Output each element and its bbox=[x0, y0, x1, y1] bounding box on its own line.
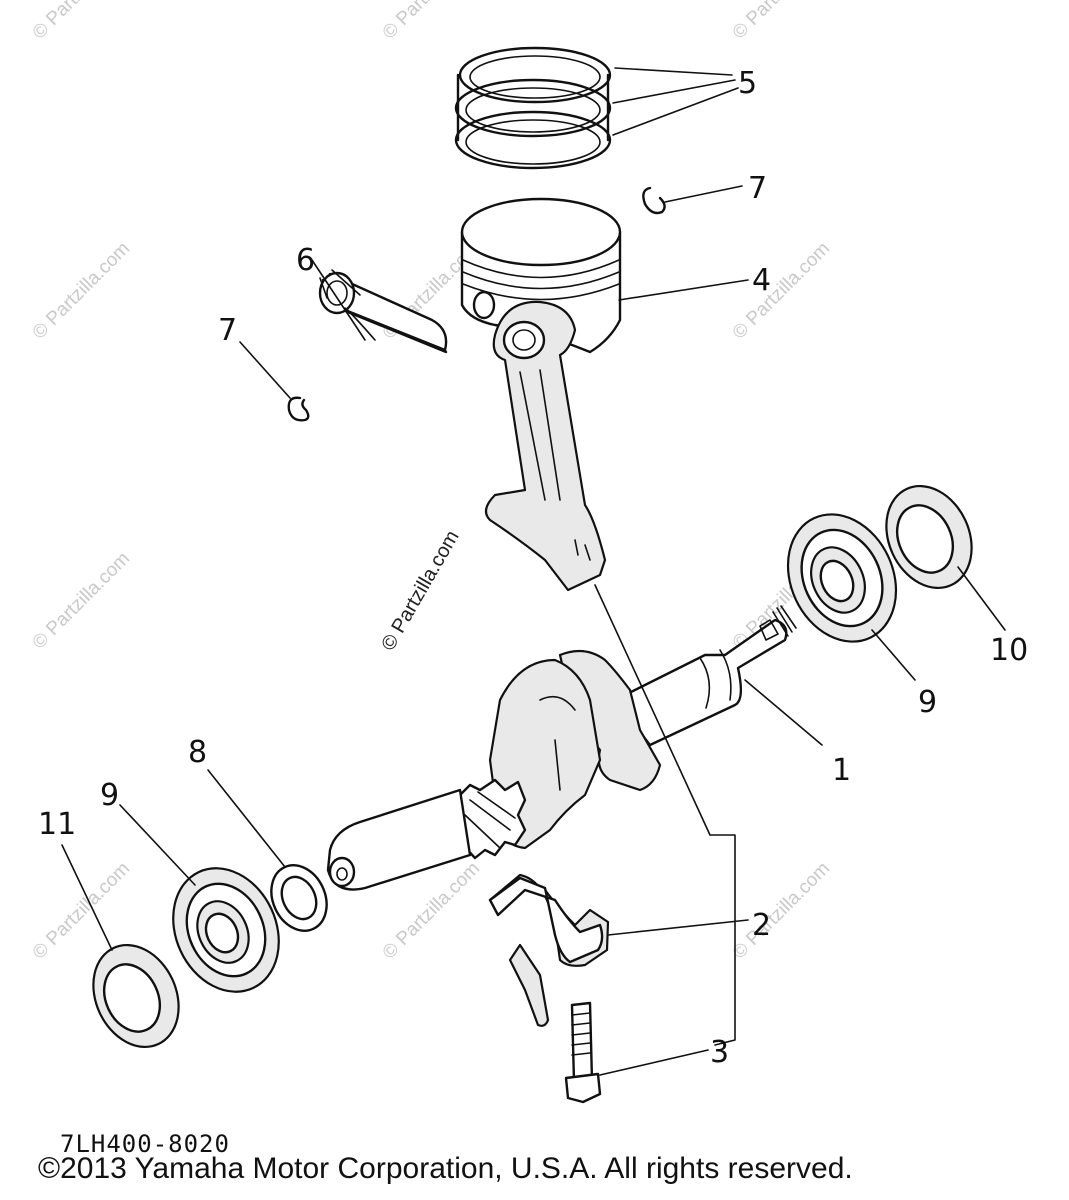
callout-1: 1 bbox=[832, 753, 851, 788]
oil-seal-right[interactable] bbox=[870, 472, 987, 602]
callout-7-right: 7 bbox=[748, 171, 767, 206]
bearing-right[interactable] bbox=[768, 497, 916, 660]
piston-rings[interactable] bbox=[454, 46, 612, 170]
callout-2: 2 bbox=[752, 908, 771, 943]
callout-6: 6 bbox=[296, 243, 315, 278]
circlip-right[interactable] bbox=[642, 186, 666, 215]
watermark: © Partzilla.com bbox=[729, 238, 834, 343]
circlip-left[interactable] bbox=[287, 396, 310, 422]
rod-bolt[interactable] bbox=[564, 1001, 602, 1104]
callout-8: 8 bbox=[188, 735, 207, 770]
callout-9-left: 9 bbox=[100, 778, 119, 813]
thrust-washer[interactable] bbox=[261, 856, 337, 940]
copyright-notice: ©2013 Yamaha Motor Corporation, U.S.A. A… bbox=[38, 1152, 853, 1185]
watermark: © Partzilla.com bbox=[379, 0, 484, 44]
crank-gear bbox=[448, 778, 527, 860]
watermark: © Partzilla.com bbox=[729, 0, 834, 44]
connecting-rod-cap[interactable] bbox=[488, 873, 610, 1027]
callout-9-right: 9 bbox=[918, 685, 937, 720]
crankshaft[interactable] bbox=[326, 605, 797, 891]
callout-3: 3 bbox=[710, 1035, 729, 1070]
leader-lines bbox=[61, 67, 1006, 1076]
watermark: © Partzilla.com bbox=[29, 0, 134, 44]
callout-11: 11 bbox=[38, 807, 76, 842]
callouts: 5 7 4 6 7 10 9 1 8 9 11 2 3 bbox=[38, 66, 1028, 1070]
oil-seal-left[interactable] bbox=[77, 931, 194, 1061]
callout-10: 10 bbox=[990, 633, 1028, 668]
bearing-left[interactable] bbox=[154, 851, 299, 1009]
callout-4: 4 bbox=[752, 263, 771, 298]
callout-7-left: 7 bbox=[218, 313, 237, 348]
connecting-rod[interactable] bbox=[484, 300, 607, 592]
diagram-code: 7LH400-8020 bbox=[60, 1130, 230, 1158]
watermark: © Partzilla.com bbox=[29, 548, 134, 653]
watermark-center: © Partzilla.com bbox=[377, 527, 463, 655]
callout-5: 5 bbox=[738, 66, 757, 101]
watermark: © Partzilla.com bbox=[29, 238, 134, 343]
watermark: © Partzilla.com bbox=[729, 858, 834, 963]
